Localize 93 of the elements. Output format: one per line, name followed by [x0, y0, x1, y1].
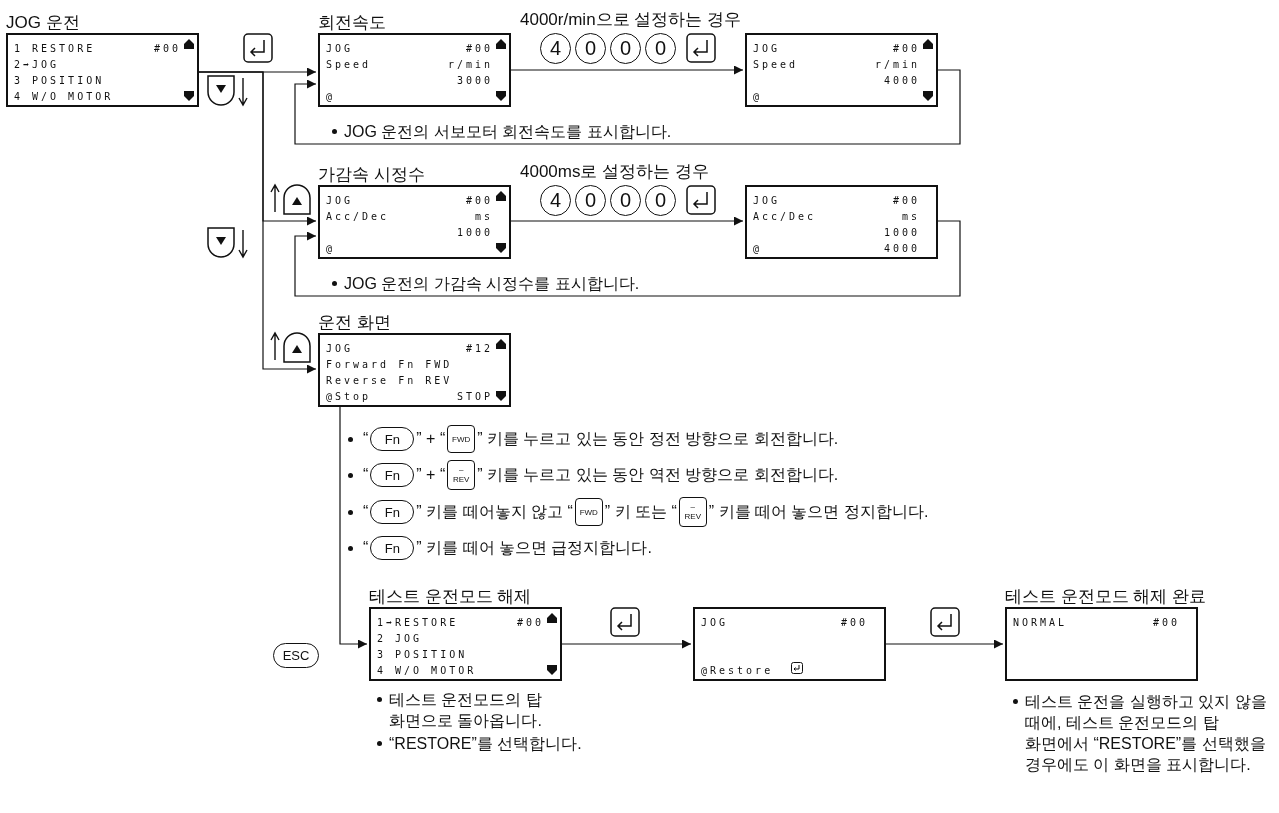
screen-text: @ — [753, 90, 763, 102]
arrow — [198, 71, 317, 374]
bullet-text: ” 키를 떼어놓지 않고 “ — [416, 501, 573, 522]
bullet-text: “ — [363, 466, 369, 484]
screen-text: JOG — [753, 194, 781, 206]
screen-text: #00 — [465, 194, 493, 206]
fwd-key: FWD — [574, 498, 603, 526]
screen-text: 3 POSITION — [14, 74, 105, 86]
lcd-screen — [745, 185, 938, 259]
screen-text: 1000 — [883, 226, 920, 238]
screen-text: JOG — [326, 194, 354, 206]
screen-text: 3000 — [456, 74, 493, 86]
arrow — [561, 639, 692, 649]
screen-text: #00 — [892, 42, 920, 54]
screen-text: @ — [753, 242, 763, 254]
screen-text: Speed — [753, 58, 799, 70]
screen-text: #00 — [892, 194, 920, 206]
screen-text: @Stop — [326, 390, 372, 402]
screen-text: 4 W/O MOTOR — [377, 664, 477, 676]
screen-text: #00 — [1152, 616, 1180, 628]
screen-title: 운전 화면 — [318, 312, 391, 334]
bullet-text: “ — [363, 503, 369, 521]
note-text: JOG 운전의 가감속 시정수를 표시합니다. — [344, 274, 640, 294]
digit-key: 4 — [540, 185, 571, 216]
fwd-key: FWD — [447, 425, 476, 453]
digit-key: 0 — [610, 33, 641, 64]
screen-text: Reverse Fn REV — [326, 374, 453, 386]
lcd-screen — [745, 33, 938, 107]
screen-text: Forward Fn FWD — [326, 358, 453, 370]
screen-text: r/min — [447, 58, 493, 70]
screen-text: Acc/Dec — [326, 210, 390, 222]
bullet-text: ” 키를 누르고 있는 동안 역전 방향으로 회전합니다. — [477, 464, 839, 485]
screen-text: #12 — [465, 342, 493, 354]
note-text: JOG 운전의 서보모터 회전속도를 표시합니다. — [344, 122, 672, 142]
bullet-text: “ — [363, 539, 369, 557]
note-text: “RESTORE”를 선택합니다. — [389, 734, 582, 754]
digit-key: 0 — [645, 33, 676, 64]
arrow — [510, 216, 744, 226]
screen-title: JOG 운전 — [6, 12, 80, 34]
screen-text: @Restore — [701, 664, 774, 676]
screen-text: r/min — [874, 58, 920, 70]
digit-key: 0 — [575, 33, 606, 64]
screen-text: STOP — [456, 390, 493, 402]
rev-key: – REV — [678, 497, 707, 527]
arrow — [510, 65, 744, 75]
note-text: 테스트 운전을 실행하고 있지 않을 때에, 테스트 운전모드의 탑 화면에서 “RESTORE”를 선택했을 경우에도 이 화면을 표시합니다. — [1025, 692, 1268, 775]
screen-text: 4 W/O MOTOR — [14, 90, 114, 102]
screen-text: #00 — [153, 42, 181, 54]
screen-text: Acc/Dec — [753, 210, 817, 222]
screen-text: JOG — [326, 42, 354, 54]
screen-text: @ — [326, 242, 336, 254]
screen-text: Speed — [326, 58, 372, 70]
screen-text: 1➡RESTORE — [377, 616, 459, 628]
screen-title: 테스트 운전모드 해제 완료 — [1005, 586, 1207, 608]
arrow — [294, 220, 961, 297]
esc-key: ESC — [273, 643, 319, 668]
bullet-text: ” 키를 떼어 놓으면 정지합니다. — [708, 501, 929, 522]
screen-title: 가감속 시정수 — [318, 164, 425, 186]
bullet-text: ” 키를 떼어 놓으면 급정지합니다. — [416, 537, 652, 558]
screen-text: ms — [474, 210, 493, 222]
screen-text: 4000 — [883, 242, 920, 254]
arrow — [339, 406, 368, 649]
screen-text: #00 — [840, 616, 868, 628]
screen-text: 1000 — [456, 226, 493, 238]
screen-title: 회전속도 — [318, 12, 386, 34]
screen-text: #00 — [465, 42, 493, 54]
screen-text: 2➡JOG — [14, 58, 60, 70]
screen-text: ms — [901, 210, 920, 222]
screen-text: JOG — [753, 42, 781, 54]
bullet-text: “ — [363, 430, 369, 448]
bullet-text: ” 키 또는 “ — [604, 501, 677, 522]
note-text: 테스트 운전모드의 탑 화면으로 돌아옵니다. — [389, 690, 543, 731]
screen-text: NORMAL — [1013, 616, 1068, 628]
screen-text: 4000 — [883, 74, 920, 86]
screen-text: #00 — [516, 616, 544, 628]
bullet-text: ” + “ — [416, 430, 446, 448]
lcd-screen — [693, 607, 886, 681]
digit-key: 0 — [610, 185, 641, 216]
screen-text: 3 POSITION — [377, 648, 468, 660]
arrow — [885, 639, 1004, 649]
screen-text: 1 RESTORE — [14, 42, 96, 54]
screen-text: @ — [326, 90, 336, 102]
rev-key: – REV — [447, 460, 476, 490]
arrow — [294, 69, 961, 145]
digit-key: 4 — [540, 33, 571, 64]
digit-key: 0 — [575, 185, 606, 216]
bullet-text: ” + “ — [416, 466, 446, 484]
screen-text: JOG — [326, 342, 354, 354]
screen-text: JOG — [701, 616, 729, 628]
screen-title: 테스트 운전모드 해제 — [369, 586, 532, 608]
screen-text: 2 JOG — [377, 632, 423, 644]
bullet-text: ” 키를 누르고 있는 동안 정전 방향으로 회전합니다. — [477, 428, 839, 449]
digit-key: 0 — [645, 185, 676, 216]
